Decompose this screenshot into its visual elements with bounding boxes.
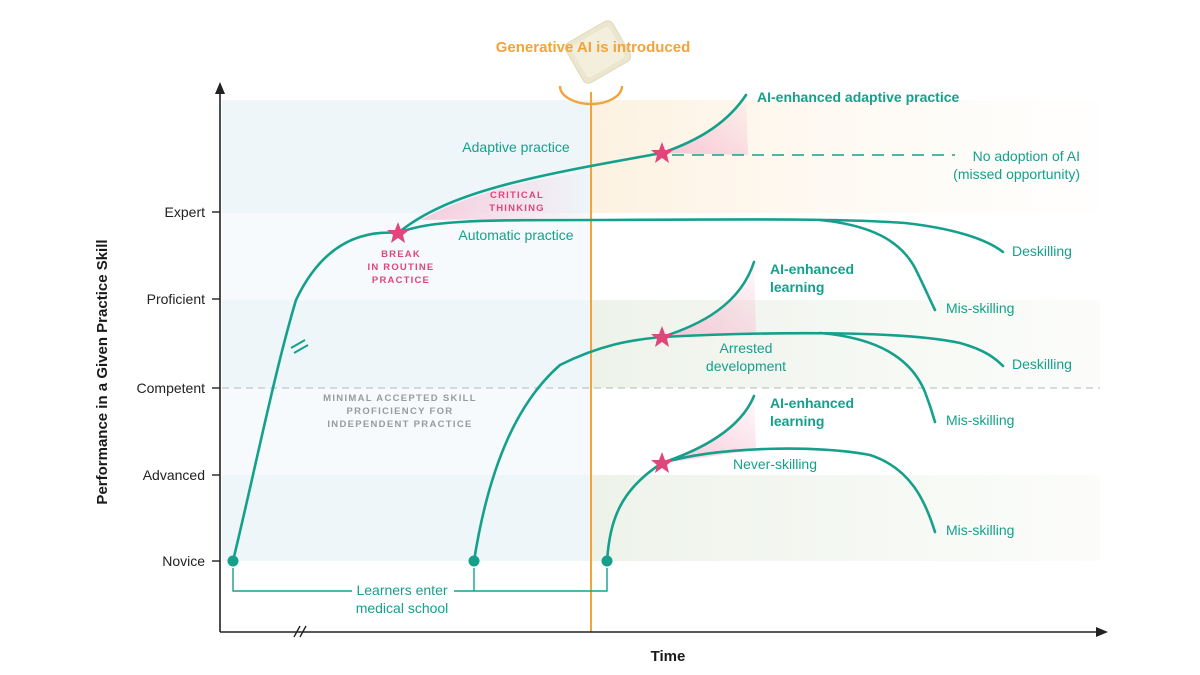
star-ai-adaptive xyxy=(651,142,673,163)
curve-deskilling-2 xyxy=(660,331,1005,368)
bracket-left xyxy=(232,568,352,592)
curve-learner1-rise xyxy=(231,231,400,563)
x-axis-arrow xyxy=(1096,627,1108,637)
break-routine-line1: BREAK xyxy=(381,249,421,260)
label-ai-learning-2-line1: AI-enhanced xyxy=(770,395,854,411)
curve-adaptive xyxy=(396,93,748,235)
curve-misskilling-2 xyxy=(818,331,937,424)
curve-break-2 xyxy=(293,344,309,354)
band-competent-post xyxy=(592,300,1100,388)
bracket-right xyxy=(454,568,608,592)
label-ai-learning-2-line2: learning xyxy=(770,413,824,429)
label-no-adoption-line2: (missed opportunity) xyxy=(953,166,1080,182)
label-misskilling-1: Mis-skilling xyxy=(946,300,1014,316)
band-advanced-pre xyxy=(222,388,592,475)
star-ai-learning-1 xyxy=(651,326,673,347)
start-dot-3 xyxy=(601,555,613,567)
break-routine-line2: IN ROUTINE xyxy=(368,262,435,273)
critical-thinking-line2: THINKING xyxy=(489,203,545,214)
band-novice-post xyxy=(592,475,1100,561)
critical-thinking-line1: CRITICAL xyxy=(490,190,544,201)
band-novice-pre xyxy=(222,475,592,561)
label-ai-learning-1-line1: AI-enhanced xyxy=(770,261,854,277)
curve-misskilling-3 xyxy=(660,447,937,534)
break-routine-line3: PRACTICE xyxy=(372,275,430,286)
label-ai-adaptive: AI-enhanced adaptive practice xyxy=(757,89,960,105)
curve-learner2 xyxy=(472,260,756,563)
star-ai-learning-2 xyxy=(651,452,673,473)
min-skill-line3: INDEPENDENT PRACTICE xyxy=(327,419,472,430)
curve-misskilling-1 xyxy=(818,218,937,312)
y-axis-title: Performance in a Given Practice Skill xyxy=(94,239,111,504)
min-skill-line2: PROFICIENCY FOR xyxy=(347,406,454,417)
ai-learning-1-area xyxy=(662,262,756,337)
label-ai-learning-1-line2: learning xyxy=(770,279,824,295)
y-label-expert: Expert xyxy=(165,204,206,220)
x-axis-break-1 xyxy=(293,625,301,638)
learners-enter-line1: Learners enter xyxy=(356,582,447,598)
start-dot-1 xyxy=(227,555,239,567)
learners-enter-line2: medical school xyxy=(356,600,449,616)
label-deskilling-1: Deskilling xyxy=(1012,243,1072,259)
label-misskilling-2: Mis-skilling xyxy=(946,412,1014,428)
ai-learning-2-area xyxy=(662,396,756,463)
label-never-skilling: Never-skilling xyxy=(733,456,817,472)
label-arrested-line2: development xyxy=(706,358,786,374)
min-skill-line1: MINIMAL ACCEPTED SKILL xyxy=(323,393,477,404)
band-expert-post xyxy=(592,100,1100,213)
curve-deskilling-1 xyxy=(396,218,1005,254)
y-axis-arrow xyxy=(215,82,225,94)
label-arrested-line1: Arrested xyxy=(720,340,773,356)
label-misskilling-3: Mis-skilling xyxy=(946,522,1014,538)
ai-intro-cup xyxy=(558,85,624,106)
start-dot-2 xyxy=(468,555,480,567)
label-no-adoption-line1: No adoption of AI xyxy=(973,148,1080,164)
label-automatic-practice: Automatic practice xyxy=(458,227,573,243)
y-label-competent: Competent xyxy=(137,380,206,396)
x-axis-break-2 xyxy=(299,625,307,638)
label-deskilling-2: Deskilling xyxy=(1012,356,1072,372)
chip-icon xyxy=(564,20,632,84)
ai-adaptive-area xyxy=(662,94,748,155)
curve-break-1 xyxy=(290,339,306,349)
x-axis-title: Time xyxy=(651,648,686,665)
y-label-proficient: Proficient xyxy=(147,291,205,307)
critical-thinking-area xyxy=(408,172,592,227)
y-label-novice: Novice xyxy=(162,553,205,569)
y-label-advanced: Advanced xyxy=(143,467,205,483)
ai-intro-title: Generative AI is introduced xyxy=(496,39,691,56)
label-adaptive-practice: Adaptive practice xyxy=(462,139,570,155)
star-break-routine xyxy=(387,222,409,243)
